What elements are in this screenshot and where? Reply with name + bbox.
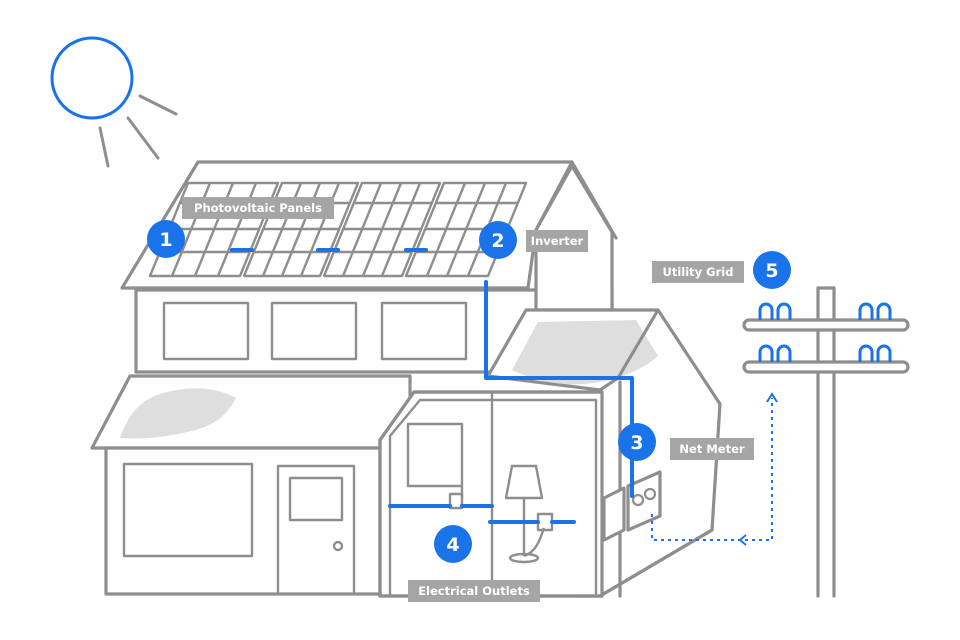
callout-electrical-outlets: Electrical Outlets 4 [408, 525, 540, 602]
insulators [758, 302, 892, 362]
callout-photovoltaic-panels: Photovoltaic Panels 1 [147, 197, 334, 258]
house-lower-storey [90, 374, 412, 596]
callout-utility-grid: Utility Grid 5 [652, 251, 791, 289]
label-photovoltaic-panels: Photovoltaic Panels [194, 201, 322, 215]
tv-icon [406, 422, 464, 488]
utility-pole-icon [742, 286, 910, 598]
number-badge-1: 1 [159, 229, 172, 251]
interior-cutaway [378, 390, 604, 598]
house-annex [486, 308, 722, 598]
grid-feed-line [651, 392, 778, 546]
number-badge-5: 5 [765, 260, 778, 282]
label-inverter: Inverter [531, 234, 584, 248]
number-badge-3: 3 [630, 432, 643, 454]
number-badge-2: 2 [491, 230, 504, 252]
outlet-icon [448, 492, 464, 510]
label-net-meter: Net Meter [679, 442, 744, 456]
callout-net-meter: Net Meter 3 [618, 423, 754, 461]
sun-icon [50, 36, 178, 168]
label-utility-grid: Utility Grid [663, 265, 734, 279]
label-electrical-outlets: Electrical Outlets [418, 584, 530, 598]
number-badge-4: 4 [446, 534, 459, 556]
callout-inverter: Inverter 2 [479, 221, 588, 259]
